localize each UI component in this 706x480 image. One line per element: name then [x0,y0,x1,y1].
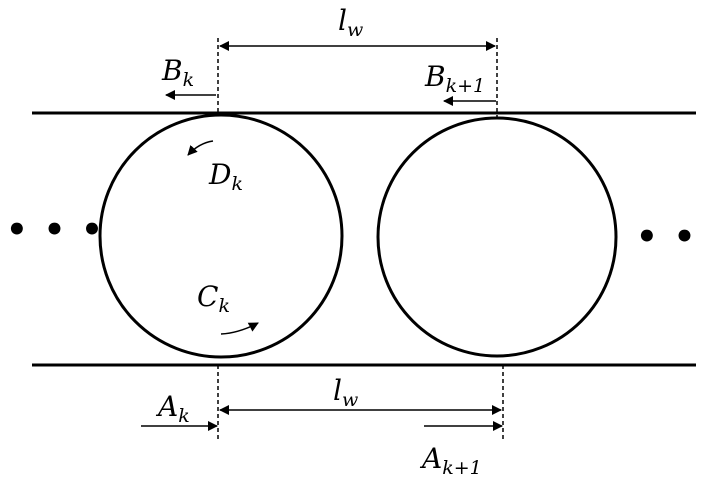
label-a-k1: Ak+1 [419,442,482,479]
label-b-k1: Bk+1 [424,60,485,97]
label-d-k: Dk [208,158,243,195]
rotation-arrow-c-k [220,322,259,335]
roller-k-plus-1 [376,116,618,358]
label-b-k: Bk [161,54,194,91]
label-c-k: Ck [197,280,230,317]
rotation-arrow-d-k [187,140,214,156]
ellipsis-left: • • • [6,210,105,250]
ellipsis-right: • • • [636,217,706,257]
label-lw-top: lw [338,4,363,41]
label-a-k: Ak [155,390,190,427]
roller-k [98,113,344,359]
label-lw-bottom: lw [333,374,358,411]
